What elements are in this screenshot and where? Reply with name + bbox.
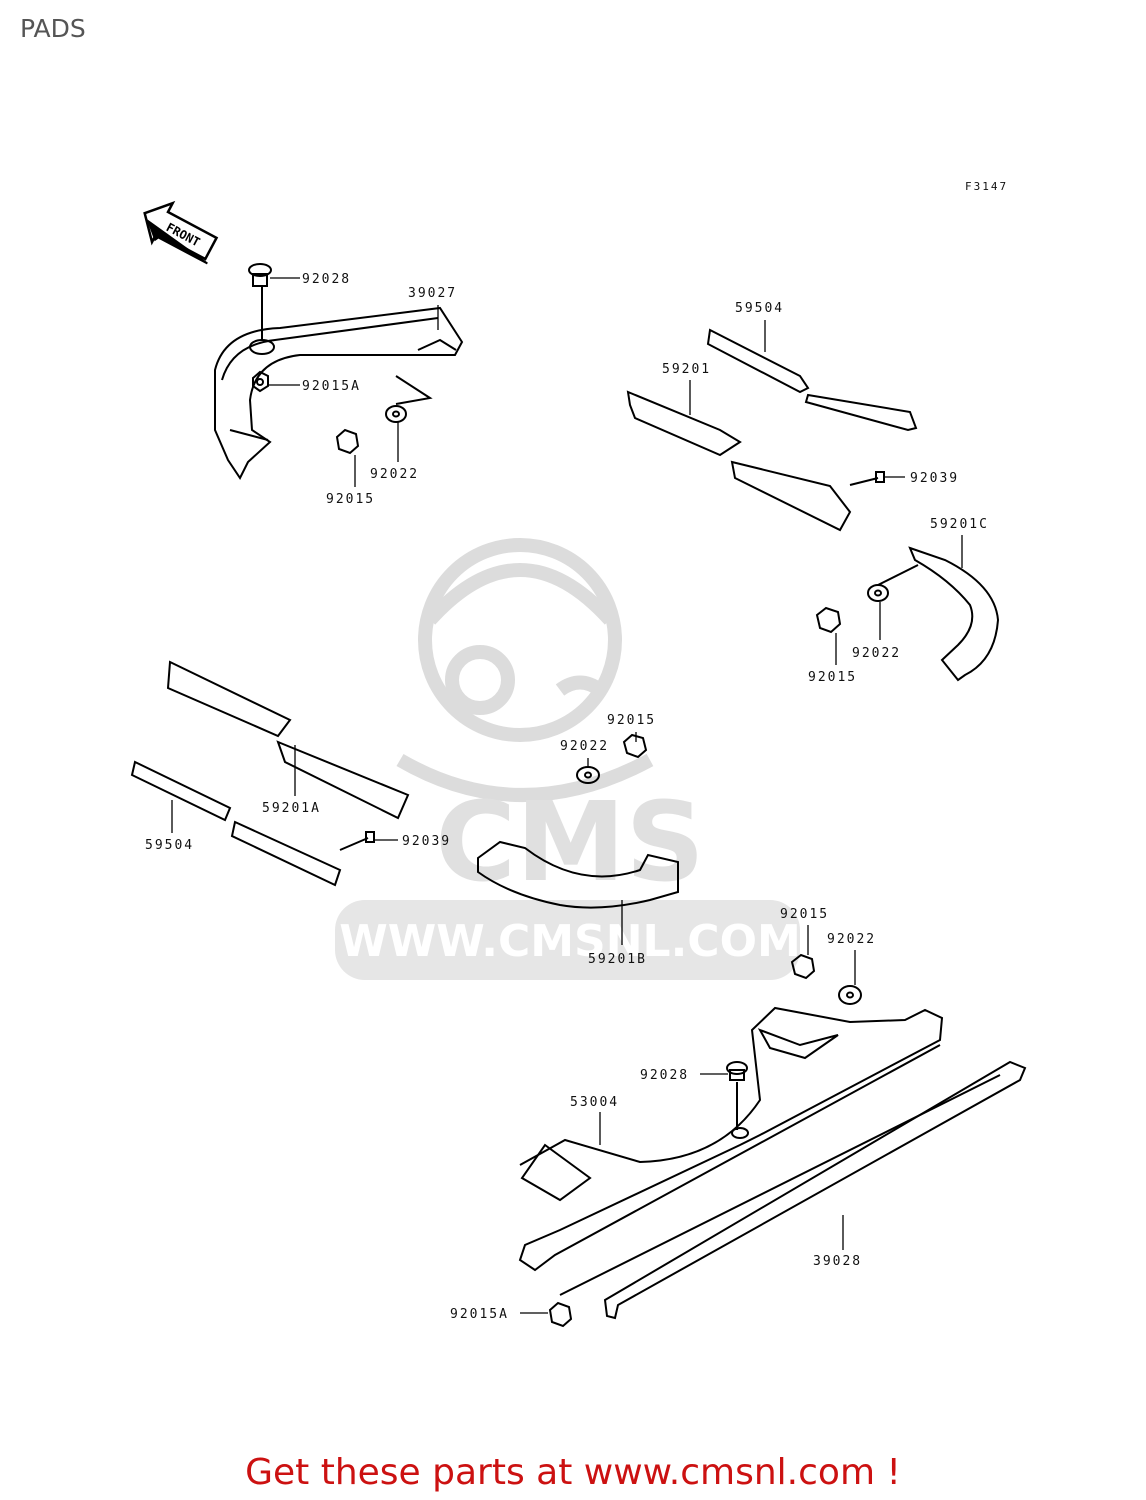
leader-39027-fastener [395, 375, 433, 405]
nut-92015-top-icon [335, 428, 360, 455]
part-label-92022-top: 92022 [370, 467, 419, 482]
part-label-92022-center: 92022 [560, 739, 609, 754]
watermark-url: WWW.CMSNL.COM [339, 916, 801, 967]
part-label-92039-top: 92039 [910, 471, 959, 486]
part-label-92015-center: 92015 [607, 713, 656, 728]
part-label-59201c: 59201C [930, 517, 989, 532]
part-label-92022-bottom: 92022 [827, 932, 876, 947]
pad-59201c-drawing [908, 546, 1000, 682]
part-label-59504-left: 59504 [145, 838, 194, 853]
footer-parts-link[interactable]: Get these parts at www.cmsnl.com ! [245, 1452, 901, 1493]
pad-59504-top-drawing [706, 328, 918, 432]
part-label-39028: 39028 [813, 1254, 862, 1269]
watermark [396, 538, 654, 802]
part-label-59504-top: 59504 [735, 301, 784, 316]
part-label-92039-left: 92039 [402, 834, 451, 849]
pad-59504-left-drawing [130, 760, 342, 887]
part-label-92015-top: 92015 [326, 492, 375, 507]
bolt-92028-bottom-icon [726, 1061, 748, 1130]
leader-lines [171, 277, 963, 1314]
part-label-59201b: 59201B [588, 952, 647, 967]
bolt-92028-top-icon [248, 263, 275, 355]
part-label-92022-right: 92022 [852, 646, 901, 661]
rivet-92039-left-icon [339, 831, 375, 851]
pad-59201b-drawing [477, 840, 679, 909]
parts-diagram: CMS WWW.CMSNL.COM F3147 FRONT [130, 180, 1027, 1328]
part-label-92015-bottom: 92015 [780, 907, 829, 922]
nut-92015a-bottom-icon [548, 1301, 573, 1328]
washer-92022-bottom-icon [838, 985, 862, 1005]
watermark-logo: CMS [435, 778, 704, 906]
washer-92022-right-icon [867, 584, 889, 602]
watermark-helmet-icon [424, 563, 616, 625]
part-label-92028-bottom: 92028 [640, 1068, 689, 1083]
watermark-head-icon [418, 538, 622, 742]
front-arrow-icon: FRONT [143, 200, 219, 265]
part-label-92028-top: 92028 [302, 272, 351, 287]
part-label-92015a-bottom: 92015A [450, 1307, 509, 1322]
watermark-body-icon [396, 753, 654, 802]
pad-59201a-drawing [166, 660, 410, 820]
pad-39028-drawing [603, 1060, 1027, 1320]
part-label-39027: 39027 [408, 286, 457, 301]
nut-92015-right-icon [815, 606, 842, 634]
part-label-92015a-top: 92015A [302, 379, 361, 394]
watermark-eye-icon [445, 645, 515, 715]
part-label-59201: 59201 [662, 362, 711, 377]
nut-92015a-top-icon [252, 370, 269, 393]
pad-59201-top-drawing [626, 390, 852, 532]
leader-39028-mount [559, 1074, 1001, 1296]
watermark-banner [335, 900, 800, 980]
nut-92015-center-icon [622, 733, 648, 759]
diagram-ref-code: F3147 [965, 180, 1008, 193]
nut-92015-bottom-icon [790, 953, 816, 980]
leader-59201c-fastener [877, 564, 919, 586]
washer-92022-top-icon [385, 405, 407, 423]
part-label-92015-right: 92015 [808, 670, 857, 685]
pad-39027-drawing [214, 306, 464, 480]
watermark-wink-icon [555, 675, 605, 696]
part-label-59201a: 59201A [262, 801, 321, 816]
page-title: PADS [20, 14, 86, 43]
part-label-53004: 53004 [570, 1095, 619, 1110]
rivet-92039-top-icon [849, 471, 885, 486]
frame-53004-drawing [518, 1006, 944, 1272]
